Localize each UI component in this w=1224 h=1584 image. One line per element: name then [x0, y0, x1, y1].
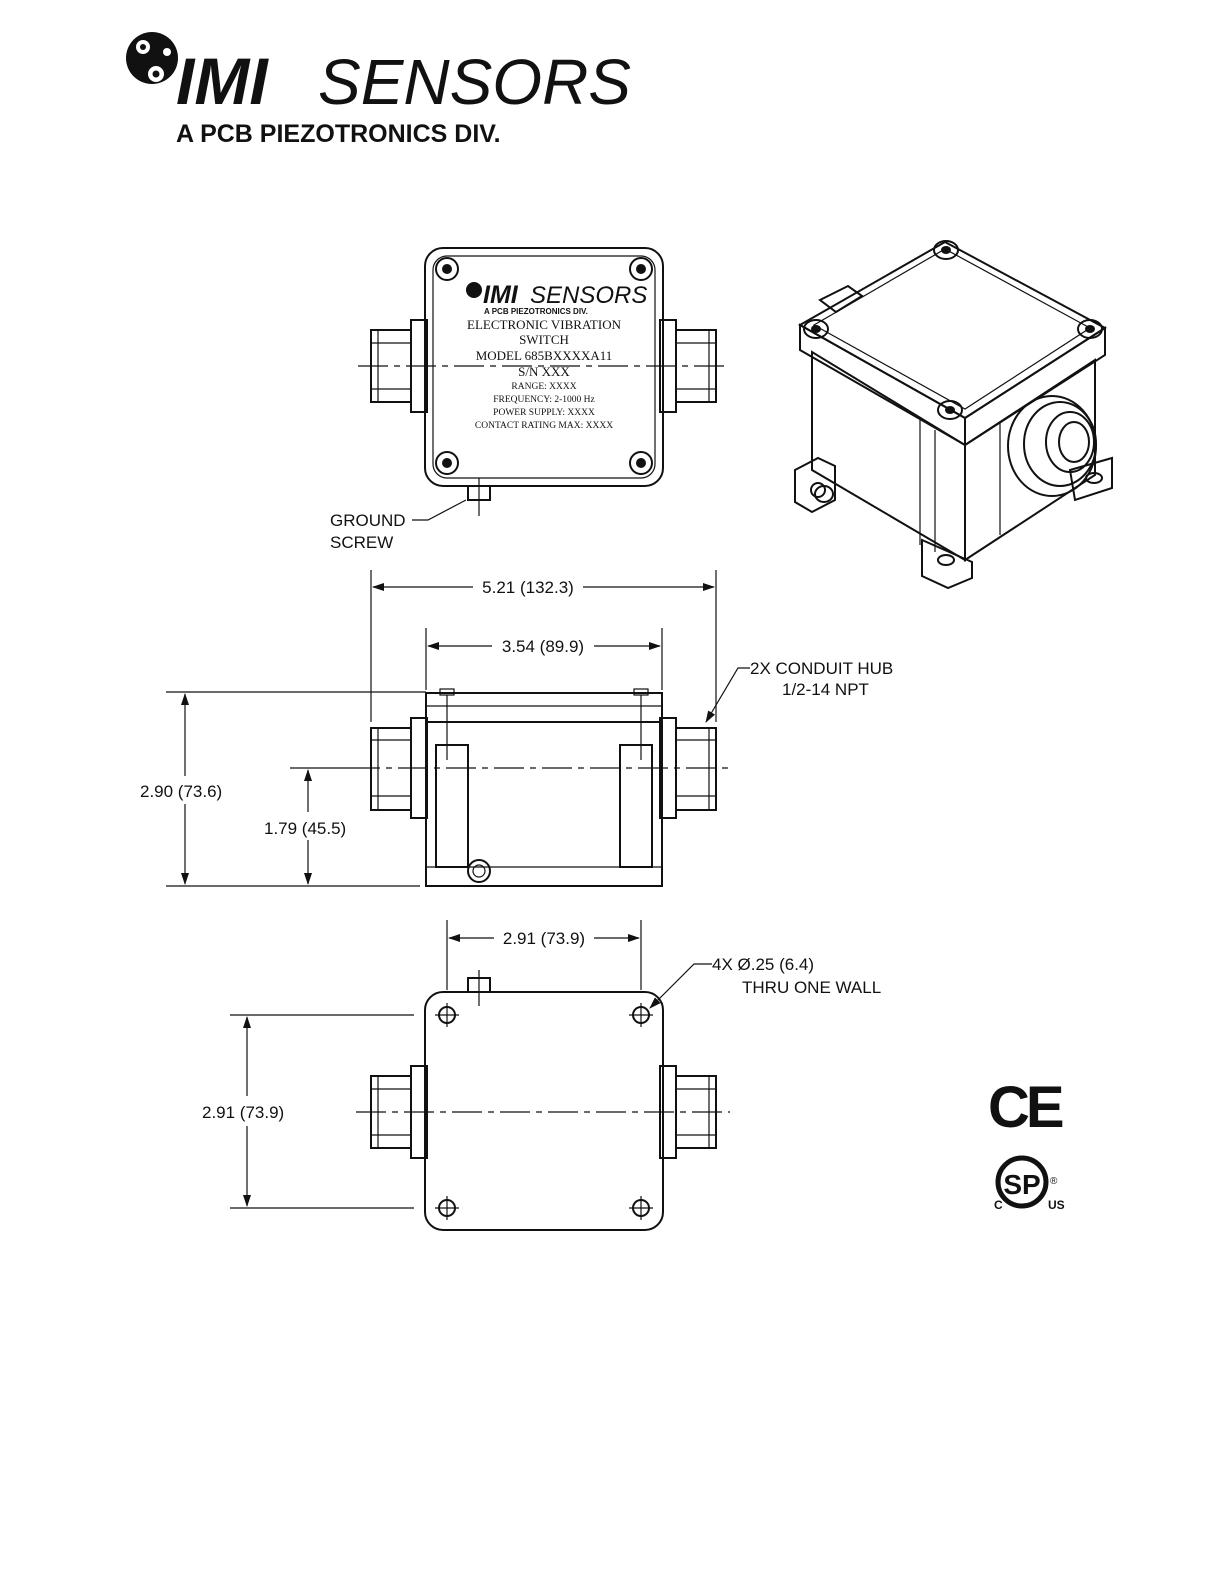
plate-line-8: CONTACT RATING MAX: XXXX: [475, 421, 613, 431]
dim-overall-height: 2.90 (73.6): [140, 691, 426, 887]
dim-hole-spacing-y-label: 2.91 (73.9): [202, 1103, 284, 1122]
dim-body-width: 3.54 (89.9): [425, 628, 663, 690]
dim-hole-spacing-y: 2.91 (73.9): [202, 1014, 414, 1209]
ce-mark-text: CE: [988, 1075, 1063, 1140]
conduit-label-1: 2X CONDUIT HUB: [750, 659, 893, 678]
ce-mark: CE: [988, 1075, 1067, 1140]
dim-hole-spacing-x: 2.91 (73.9): [446, 920, 642, 990]
iso-conduit-hub: [1007, 395, 1097, 497]
logo-sensors: SENSORS: [318, 46, 631, 118]
ground-label-2: SCREW: [330, 533, 393, 552]
front-view: [350, 688, 730, 887]
ground-screw: [467, 478, 491, 516]
csa-mark: SP C US ®: [994, 1155, 1065, 1212]
dim-hole-spacing-x-label: 2.91 (73.9): [503, 929, 585, 948]
label-plate: IMI SENSORS A PCB PIEZOTRONICS DIV. ELEC…: [466, 281, 647, 431]
holes-label-2: THRU ONE WALL: [742, 978, 881, 997]
plate-line-1: ELECTRONIC VIBRATION: [467, 317, 622, 332]
holes-callout: 4X Ø.25 (6.4) THRU ONE WALL: [649, 955, 881, 1009]
dim-overall-width: 5.21 (132.3): [370, 570, 717, 722]
ground-label-1: GROUND: [330, 511, 406, 530]
gear-icon: [126, 32, 178, 84]
plate-line-7: POWER SUPPLY: XXXX: [493, 408, 595, 418]
logo-imi: IMI: [176, 44, 269, 118]
isometric-view: [794, 240, 1113, 590]
ground-screw-callout: GROUND SCREW: [330, 499, 467, 552]
dim-body-width-label: 3.54 (89.9): [502, 637, 584, 656]
logo-division: A PCB PIEZOTRONICS DIV.: [176, 120, 501, 148]
csa-us-label: US: [1048, 1198, 1065, 1212]
corner-screws-top: [435, 257, 653, 475]
dim-hub-height: 1.79 (45.5): [264, 767, 350, 885]
plate-logo-sensors: SENSORS: [530, 282, 647, 309]
conduit-label-2: 1/2-14 NPT: [782, 680, 869, 699]
plate-logo-imi: IMI: [483, 281, 519, 309]
dim-hub-height-label: 1.79 (45.5): [264, 819, 346, 838]
plate-line-2: SWITCH: [519, 332, 569, 347]
plate-line-4: S/N XXX: [518, 364, 570, 379]
plate-line-5: RANGE: XXXX: [511, 382, 576, 392]
plate-line-3: MODEL 685BXXXXA11: [476, 348, 613, 363]
registered-mark: ®: [1050, 1176, 1058, 1187]
csa-mark-text: SP: [1003, 1169, 1040, 1200]
csa-c-label: C: [994, 1198, 1003, 1212]
conduit-hub-callout: 2X CONDUIT HUB 1/2-14 NPT: [705, 659, 893, 723]
dim-overall-width-label: 5.21 (132.3): [482, 578, 574, 597]
plate-division: A PCB PIEZOTRONICS DIV.: [484, 307, 588, 316]
holes-label-1: 4X Ø.25 (6.4): [712, 955, 814, 974]
plate-line-6: FREQUENCY: 2-1000 Hz: [493, 395, 595, 405]
top-view: IMI SENSORS A PCB PIEZOTRONICS DIV. ELEC…: [330, 247, 730, 552]
iso-screws: [803, 240, 1103, 420]
brand-logo: IMI SENSORS A PCB PIEZOTRONICS DIV.: [126, 32, 631, 148]
mounting-holes: [435, 1003, 653, 1220]
bottom-view: [356, 970, 730, 1231]
dim-overall-height-label: 2.90 (73.6): [140, 782, 222, 801]
